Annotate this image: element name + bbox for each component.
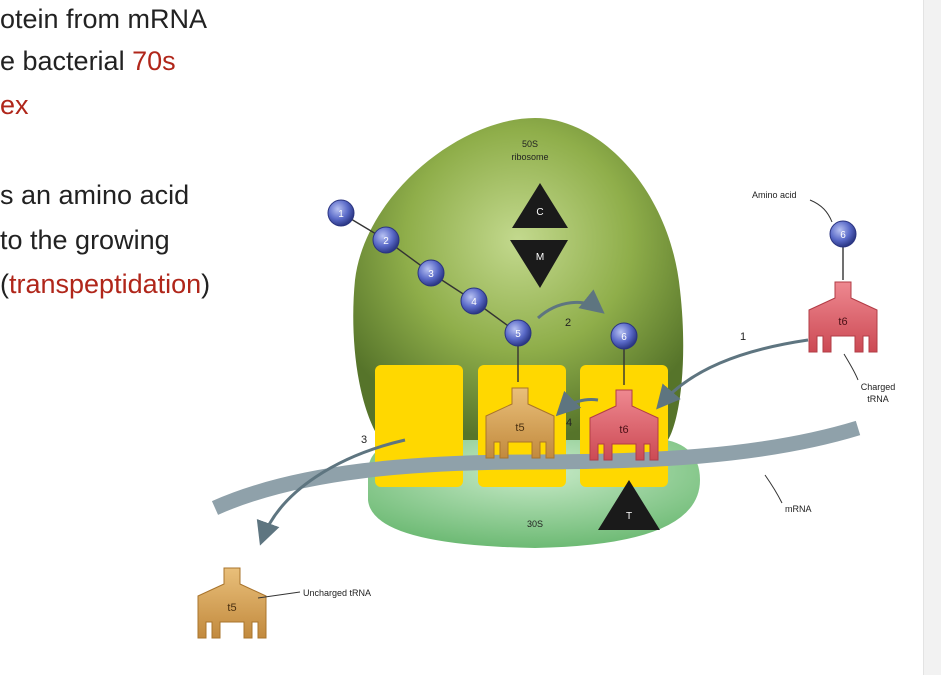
triangle-c-label: C	[536, 207, 543, 218]
arrow-step-2	[536, 289, 605, 320]
label-amino-acid: Amino acid	[752, 190, 797, 200]
step-number-1: 1	[740, 331, 746, 343]
amino-acid-3: 3	[417, 259, 445, 287]
triangle-m-label: M	[536, 252, 544, 263]
step-number-4: 4	[566, 417, 572, 429]
amino-acid-1: 1	[327, 199, 355, 227]
side-panel	[923, 0, 941, 675]
bullet-line-5: to the growing	[0, 225, 170, 255]
trna-p-site-label: t5	[515, 422, 524, 434]
amino-acid-2: 2	[372, 226, 400, 254]
trna-incoming-label: t6	[838, 316, 847, 328]
svg-text:6: 6	[621, 332, 627, 343]
bullet-line-1: otein from mRNA	[0, 4, 208, 34]
bullet-line-3: ex	[0, 90, 29, 120]
amino-acid-6-incoming: 6	[829, 220, 857, 248]
bullet-line-2: e bacterial 70s	[0, 46, 176, 76]
triangle-m-marker	[510, 240, 568, 288]
arrow-step-4	[555, 390, 599, 417]
amino-acid-6-a-site: 6	[610, 322, 638, 350]
svg-text:5: 5	[515, 329, 521, 340]
label-uncharged-trna: Uncharged tRNA	[303, 588, 371, 598]
leader-lines	[257, 199, 859, 599]
triangle-c-marker	[512, 183, 568, 228]
trna-released-label: t5	[227, 602, 236, 614]
bullet-line-6: (transpeptidation)	[0, 269, 211, 299]
bullet-line-4: s an amino acid	[0, 180, 190, 210]
label-mrna: mRNA	[785, 504, 812, 514]
svg-text:2: 2	[383, 236, 389, 247]
svg-text:3: 3	[428, 269, 434, 280]
large-subunit-label: 50S	[522, 139, 538, 149]
triangle-t-label: T	[626, 511, 632, 522]
step-number-2: 2	[565, 317, 571, 329]
large-subunit-sublabel: ribosome	[511, 152, 548, 162]
label-charged-line2: tRNA	[867, 394, 889, 404]
svg-text:1: 1	[338, 209, 344, 220]
amino-acid-4: 4	[460, 287, 488, 315]
trna-a-site-label: t6	[619, 424, 628, 436]
large-subunit-50s	[353, 118, 684, 440]
svg-text:6: 6	[840, 230, 846, 241]
svg-text:4: 4	[471, 297, 477, 308]
amino-acid-5: 5	[504, 319, 532, 347]
triangle-t-marker	[598, 480, 660, 530]
arrow-step-3	[256, 438, 406, 546]
mrna-strand	[211, 420, 861, 515]
site-e	[375, 365, 463, 487]
step-number-3: 3	[361, 434, 367, 446]
small-subunit-label: 30S	[527, 519, 543, 529]
arrow-step-1	[656, 338, 809, 410]
label-charged-line1: Charged	[861, 382, 896, 392]
